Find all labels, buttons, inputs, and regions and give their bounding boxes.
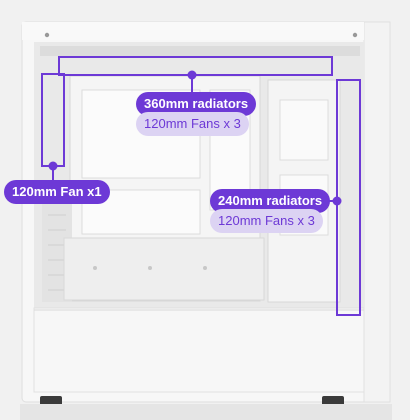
case-side-edge [363,21,391,403]
side-radiator-subtitle: 120mm Fans x 3 [210,209,323,233]
case-top-edge [22,22,364,40]
side-radiator-dot [332,196,342,206]
top-screw-left [44,32,50,38]
tray-cutout-3 [81,189,201,235]
foot-right [322,396,344,406]
top-screw-right [352,32,358,38]
tray-lower-panel [63,237,265,301]
foot-left [40,396,62,406]
rear-fan-title: 120mm Fan x1 [4,180,110,204]
psu-shroud [33,307,365,393]
floor-shadow [20,404,392,420]
rear-fan-dot [48,161,58,171]
interior-top-rail [40,46,360,56]
top-radiator-dot [187,70,197,80]
top-radiator-subtitle: 120mm Fans x 3 [136,112,249,136]
